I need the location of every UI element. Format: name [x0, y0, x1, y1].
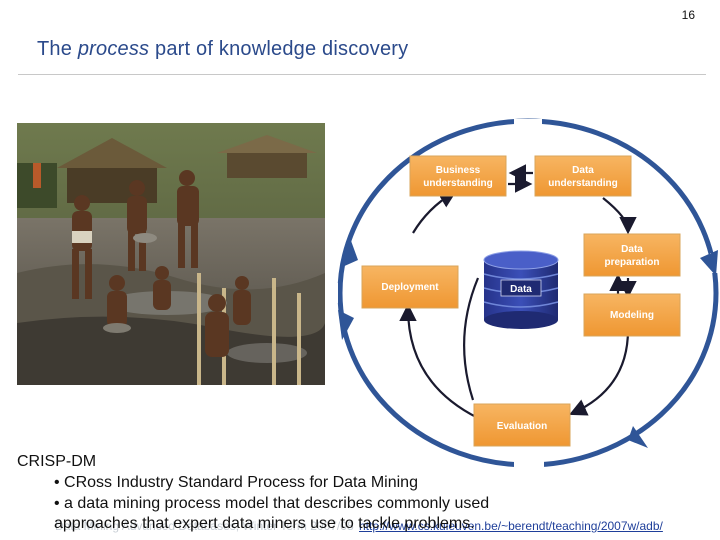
crisp-dm-diagram: Business understanding Data understandin… — [328, 118, 720, 468]
ring-arrow-left — [338, 310, 354, 340]
stage-business-understanding: Business understanding — [409, 155, 507, 197]
stage-data-preparation-line1: Data — [621, 244, 643, 255]
slide-title: The process part of knowledge discovery — [37, 38, 408, 61]
stage-business-line2: understanding — [423, 178, 492, 189]
page-number: 16 — [681, 8, 695, 22]
ring-arrow-bottom — [628, 426, 648, 448]
stage-data-understanding-line2: understanding — [548, 178, 617, 189]
stage-modeling: Modeling — [583, 293, 681, 337]
database-label: Data — [510, 284, 532, 295]
mining-photo — [17, 123, 325, 385]
stage-data-understanding: Data understanding — [534, 155, 632, 197]
stage-data-preparation-line2: preparation — [604, 257, 659, 268]
stage-deployment: Deployment — [361, 265, 459, 309]
title-divider — [18, 74, 706, 75]
bullet-acronym: • CRoss Industry Standard Process for Da… — [54, 474, 418, 491]
stage-evaluation: Evaluation — [473, 403, 571, 447]
stage-data-preparation: Data preparation — [583, 233, 681, 277]
footer-link[interactable]: http://www.cs.kuleuven.be/~berendt/teach… — [359, 519, 663, 533]
database-icon: Data — [483, 250, 559, 329]
crisp-dm-heading: CRISP-DM — [17, 453, 97, 470]
stage-data-understanding-line1: Data — [572, 165, 594, 176]
stage-deployment-label: Deployment — [381, 282, 439, 293]
stage-modeling-label: Modeling — [610, 310, 654, 321]
outer-cycle-ring — [328, 118, 720, 468]
ring-arrow-right — [700, 250, 718, 276]
slide-footer: Data Mining Advanced Databases, Winter T… — [55, 519, 720, 537]
stage-business-line1: Business — [436, 165, 481, 176]
ring-arrow-top — [340, 238, 358, 268]
bullet-continuation: approaches that expert data miners use t… — [54, 515, 475, 532]
footer-credit: Data Mining Advanced Databases, Winter T… — [55, 519, 354, 533]
bullet-description: • a data mining process model that descr… — [54, 495, 490, 512]
title-end: part of knowledge discovery — [149, 38, 409, 60]
stage-evaluation-label: Evaluation — [497, 421, 548, 432]
crisp-dm-description: CRISP-DM • CRoss Industry Standard Proce… — [17, 451, 717, 514]
inner-cycle-arrows — [399, 164, 637, 419]
title-start: The — [37, 38, 78, 60]
title-emphasis: process — [77, 38, 150, 60]
